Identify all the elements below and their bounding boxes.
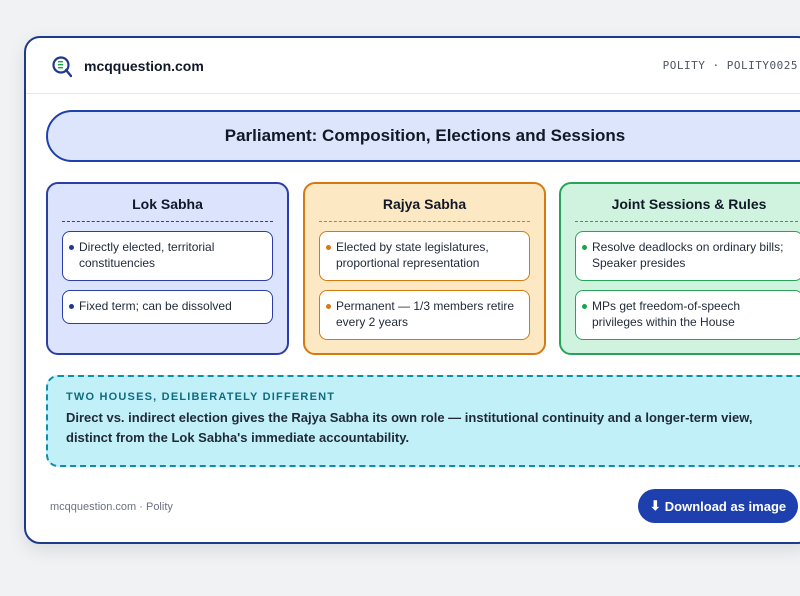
list-item: Fixed term; can be dissolved: [62, 290, 273, 324]
item-text: Elected by state legislatures, proportio…: [336, 240, 489, 270]
infographic-card: mcqquestion.com POLITY · POLITY0025 Parl…: [24, 36, 800, 544]
card-header: mcqquestion.com POLITY · POLITY0025: [26, 38, 800, 94]
bullet-icon: [582, 304, 587, 309]
footer-source: mcqquestion.com · Polity: [50, 501, 173, 513]
logo-icon: [52, 56, 72, 78]
column-lok-sabha: Lok Sabha Directly elected, territorial …: [46, 182, 289, 355]
list-item: MPs get freedom-of-speech privileges wit…: [575, 290, 800, 340]
site-name: mcqquestion.com: [84, 58, 204, 74]
list-item: Elected by state legislatures, proportio…: [319, 231, 530, 281]
column-title: Joint Sessions & Rules: [575, 184, 800, 222]
callout-note: TWO HOUSES, DELIBERATELY DIFFERENT Direc…: [46, 375, 800, 467]
item-text: MPs get freedom-of-speech privileges wit…: [592, 299, 741, 329]
item-text: Directly elected, territorial constituen…: [79, 240, 215, 270]
item-text: Fixed term; can be dissolved: [79, 299, 232, 313]
column-joint-sessions: Joint Sessions & Rules Resolve deadlocks…: [559, 182, 800, 355]
callout-kicker: TWO HOUSES, DELIBERATELY DIFFERENT: [66, 391, 336, 403]
bullet-icon: [69, 304, 74, 309]
bullet-icon: [69, 245, 74, 250]
column-rajya-sabha: Rajya Sabha Elected by state legislature…: [303, 182, 546, 355]
download-icon: ⬇: [649, 498, 661, 513]
download-button[interactable]: ⬇ Download as image: [638, 489, 798, 523]
column-title: Lok Sabha: [62, 184, 273, 222]
topic-code: POLITY · POLITY0025: [662, 59, 798, 72]
list-item: Resolve deadlocks on ordinary bills; Spe…: [575, 231, 800, 281]
bullet-icon: [582, 245, 587, 250]
column-title: Rajya Sabha: [319, 184, 530, 222]
list-item: Directly elected, territorial constituen…: [62, 231, 273, 281]
page-title-text: Parliament: Composition, Elections and S…: [224, 126, 626, 145]
list-item: Permanent — 1/3 members retire every 2 y…: [319, 290, 530, 340]
bullet-icon: [326, 245, 331, 250]
bullet-icon: [326, 304, 331, 309]
callout-body: Direct vs. indirect election gives the R…: [66, 410, 753, 445]
download-button-label: Download as image: [664, 498, 787, 514]
page-title: Parliament: Composition, Elections and S…: [46, 110, 800, 162]
item-text: Resolve deadlocks on ordinary bills; Spe…: [592, 240, 784, 270]
item-text: Permanent — 1/3 members retire every 2 y…: [336, 299, 515, 329]
